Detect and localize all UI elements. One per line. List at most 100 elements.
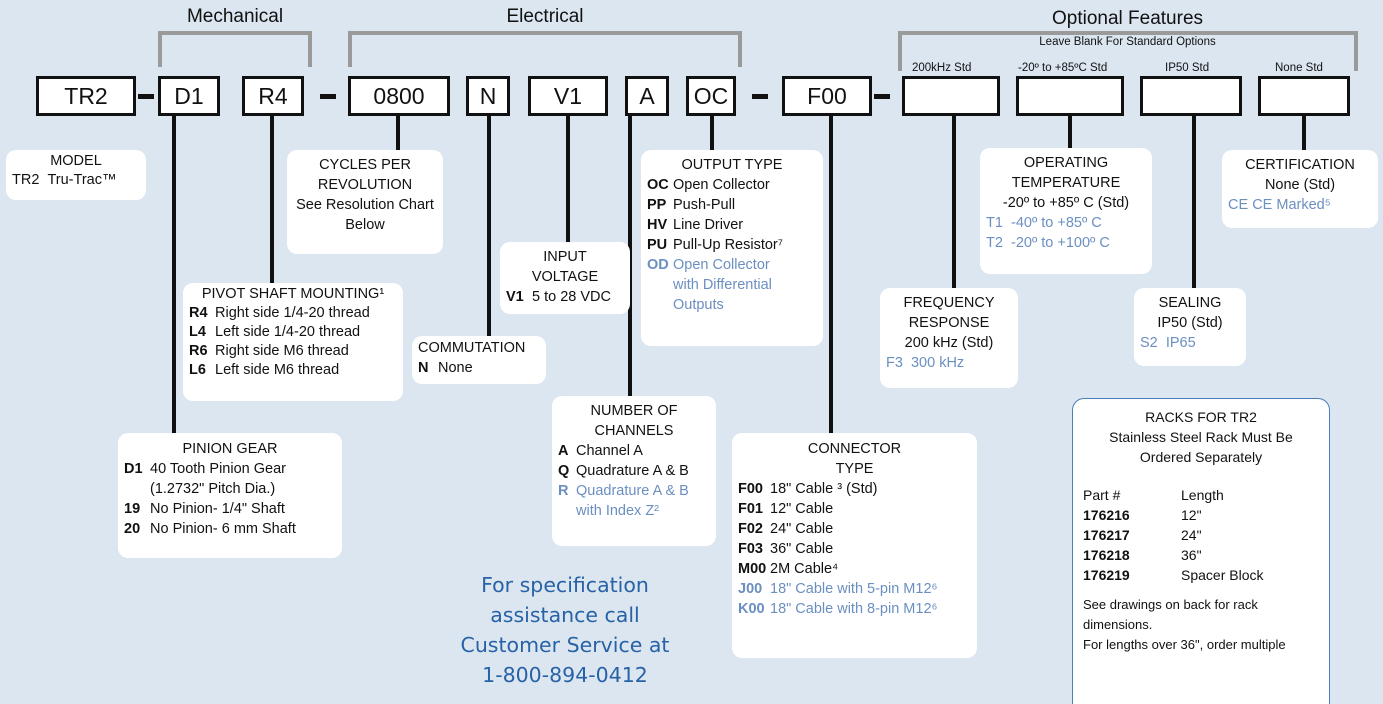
- pivot-code: R6: [189, 343, 208, 359]
- output-opt-code: OD: [647, 257, 669, 273]
- sealing-opt-code: S2: [1140, 335, 1158, 351]
- connector-opt-code: K00: [738, 601, 765, 617]
- pivot-code: L6: [189, 362, 206, 378]
- code-output: OC: [686, 76, 736, 116]
- cycles-box: CYCLES PER REVOLUTION See Resolution Cha…: [287, 150, 443, 254]
- phone-number[interactable]: 1-800-894-0412: [482, 663, 648, 687]
- connector-opt-text: 18" Cable with 5-pin M12⁶: [770, 581, 938, 597]
- channels-code: Q: [558, 463, 570, 479]
- leader-line: [1192, 116, 1196, 288]
- voltage-title-1: INPUT: [543, 249, 587, 265]
- temperature-opt-text: -20º to +100º C: [1010, 235, 1110, 251]
- temperature-opt-code: T2: [986, 235, 1003, 251]
- pinion-text: No Pinion- 6 mm Shaft: [150, 521, 296, 537]
- code-model: TR2: [36, 76, 136, 116]
- pinion-title: PINION GEAR: [182, 441, 278, 457]
- pivot-code: L4: [189, 324, 206, 340]
- frequency-std: 200 kHz (Std): [904, 335, 994, 351]
- rack-length: Spacer Block: [1181, 567, 1264, 583]
- code-pinion-gear: D1: [158, 76, 220, 116]
- code-voltage: V1: [528, 76, 608, 116]
- model-code: TR2: [12, 172, 40, 188]
- sealing-box: SEALING IP50 (Std) S2 IP65: [1134, 288, 1246, 366]
- connector-text: 2M Cable⁴: [770, 561, 839, 577]
- freq-std-label: 200kHz Std: [912, 62, 972, 74]
- certification-title: CERTIFICATION: [1245, 157, 1355, 173]
- pivot-text: Right side M6 thread: [215, 343, 349, 359]
- model-title: MODEL: [50, 153, 102, 169]
- code-temperature[interactable]: [1016, 76, 1124, 116]
- commutation-text: None: [438, 360, 473, 376]
- connector-opt-text: 18" Cable with 8-pin M12⁶: [770, 601, 938, 617]
- code-certification[interactable]: [1258, 76, 1350, 116]
- pinion-code: D1: [124, 461, 143, 477]
- channels-opt-text: Quadrature A & B: [576, 483, 689, 499]
- connector-code: F00: [738, 481, 763, 497]
- connector-text: 24" Cable: [770, 521, 834, 537]
- leader-line: [270, 116, 274, 286]
- cycles-note-1: See Resolution Chart: [296, 197, 434, 213]
- certification-box: CERTIFICATION None (Std) CE CE Marked⁵: [1222, 150, 1378, 228]
- racks-col-length: Length: [1181, 487, 1224, 503]
- rack-part: 176216: [1083, 507, 1130, 523]
- rack-length: 12": [1181, 507, 1202, 523]
- table-row: 176218 36": [1083, 545, 1263, 565]
- code-frequency[interactable]: [902, 76, 1000, 116]
- pinion-code: 19: [124, 501, 141, 517]
- phone-line-1: For specification: [481, 573, 649, 597]
- cycles-title-2: REVOLUTION: [317, 177, 413, 193]
- rack-part: 176218: [1083, 547, 1130, 563]
- pivot-text: Left side 1/4-20 thread: [215, 324, 361, 340]
- mechanical-bracket: [158, 31, 312, 67]
- code-sealing[interactable]: [1140, 76, 1242, 116]
- frequency-opt-text: 300 kHz: [910, 355, 965, 371]
- racks-note-2: dimensions.: [1083, 617, 1153, 632]
- leader-line: [172, 116, 176, 446]
- dash: [138, 94, 154, 99]
- optional-subheader: Leave Blank For Standard Options: [1039, 36, 1216, 48]
- rack-length: 36": [1181, 547, 1202, 563]
- output-opt-text: Outputs: [673, 297, 724, 313]
- output-text: Line Driver: [673, 217, 744, 233]
- channels-text: Channel A: [576, 443, 643, 459]
- code-cycles: 0800: [348, 76, 450, 116]
- connector-opt-code: J00: [738, 581, 763, 597]
- sealing-title: SEALING: [1158, 295, 1222, 311]
- code-commutation: N: [466, 76, 510, 116]
- output-code: OC: [647, 177, 669, 193]
- voltage-text: 5 to 28 VDC: [532, 289, 611, 305]
- frequency-title-2: RESPONSE: [908, 315, 990, 331]
- model-name: Tru-Trac™: [47, 172, 117, 188]
- output-code: PU: [647, 237, 668, 253]
- connector-text: 12" Cable: [770, 501, 834, 517]
- leader-line: [952, 116, 956, 288]
- cycles-note-2: Below: [345, 217, 385, 233]
- output-opt-text: with Differential: [673, 277, 772, 293]
- pivot-text: Left side M6 thread: [215, 362, 340, 378]
- sealing-opt-text: IP65: [1165, 335, 1196, 351]
- pivot-text: Right side 1/4-20 thread: [215, 305, 370, 321]
- frequency-title-1: FREQUENCY: [903, 295, 995, 311]
- certification-std: None (Std): [1264, 177, 1336, 193]
- frequency-opt-code: F3: [886, 355, 903, 371]
- phone-callout: For specification assistance call Custom…: [400, 570, 730, 690]
- cycles-title-1: CYCLES PER: [319, 157, 411, 173]
- voltage-title-2: VOLTAGE: [531, 269, 599, 285]
- temperature-box: OPERATING TEMPERATURE -20º to +85º C (St…: [980, 148, 1152, 274]
- model-box: MODEL TR2 Tru-Trac™: [6, 150, 146, 200]
- temperature-opt-text: -40º to +85º C: [1010, 215, 1102, 231]
- pinion-text: No Pinion- 1/4" Shaft: [150, 501, 285, 517]
- output-text: Push-Pull: [673, 197, 736, 213]
- connector-text: 36" Cable: [770, 541, 834, 557]
- pinion-code: 20: [124, 521, 141, 537]
- rack-length: 24": [1181, 527, 1202, 543]
- channels-title-1: NUMBER OF: [590, 403, 678, 419]
- leader-line: [710, 116, 714, 150]
- optional-bracket: [898, 31, 1358, 71]
- channels-opt-code: R: [558, 483, 569, 499]
- sealing-std: IP50 (Std): [1157, 315, 1223, 331]
